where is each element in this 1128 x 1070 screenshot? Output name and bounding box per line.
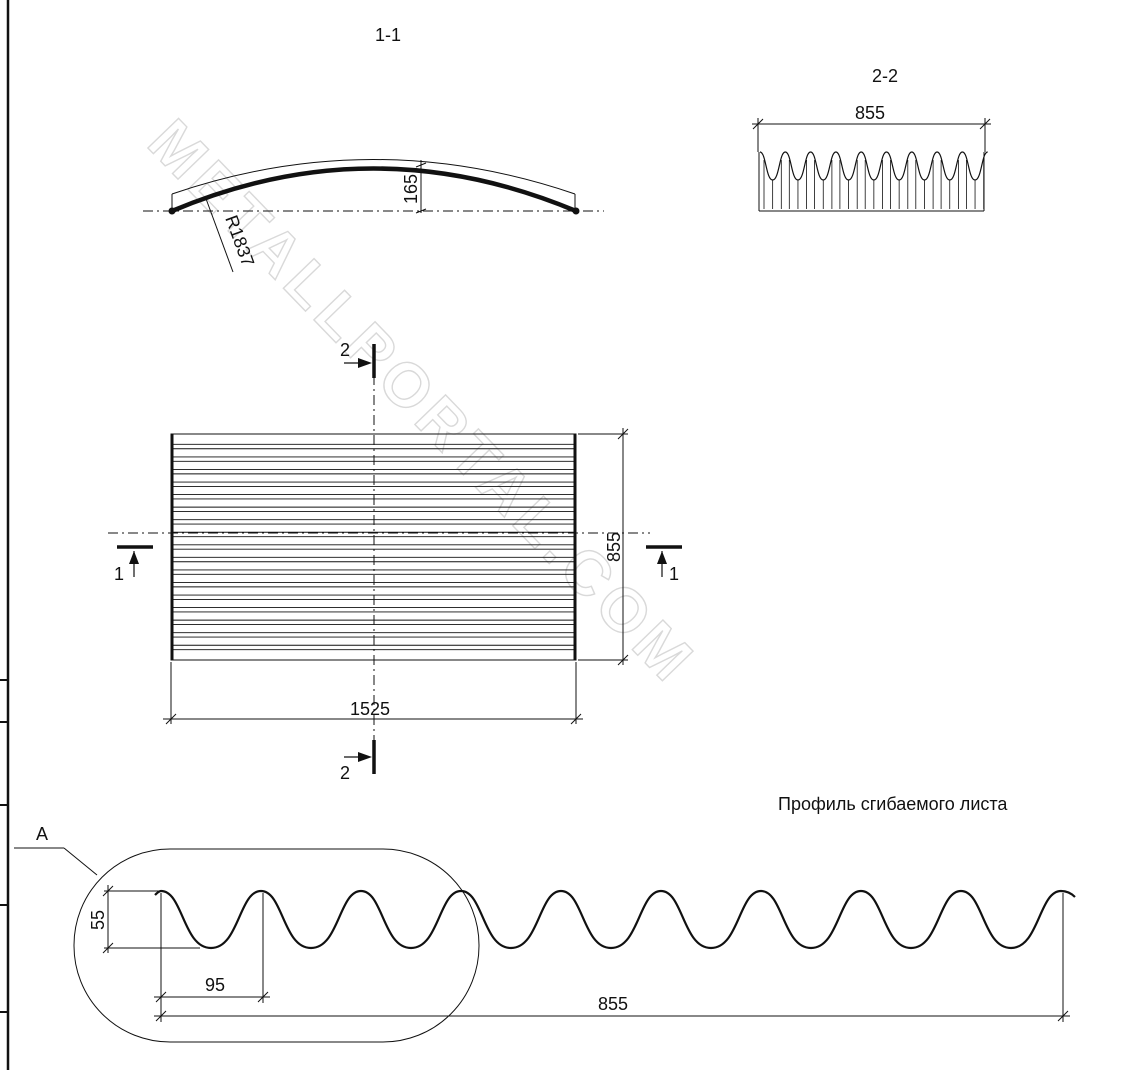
arch-end-right: [572, 207, 580, 215]
section-1-1-title: 1-1: [375, 25, 401, 45]
section-2-2-width-label: 855: [855, 103, 885, 123]
section-2-2-title: 2-2: [872, 66, 898, 86]
rise-dimension-label: 165: [401, 174, 421, 204]
profile-total-width-label: 855: [598, 994, 628, 1014]
svg-text:1: 1: [669, 564, 679, 584]
profile-title: Профиль сгибаемого листа: [778, 794, 1008, 814]
radius-leader: [204, 195, 234, 273]
plan-view: 855 1525 2 2 1: [108, 340, 682, 783]
plan-height-label: 855: [604, 532, 624, 562]
detail-a-label: A: [36, 824, 48, 844]
section-2-2: 2-2 855: [752, 66, 991, 212]
arch-outer-line: [171, 159, 576, 195]
profile-view: Профиль сгибаемого листа A 55 95 855: [14, 794, 1076, 1043]
sheet-frame: [0, 0, 10, 1070]
corrugated-profile-line: [154, 889, 1076, 950]
sheet-ribs: [172, 443, 575, 651]
arch-sheet-line: [171, 166, 577, 214]
profile-height-label: 55: [88, 910, 108, 930]
plan-width-label: 1525: [350, 699, 390, 719]
corrugation-profile: [759, 151, 988, 181]
cut-mark-2-top: 2: [340, 340, 376, 378]
corrugation-end-view: [758, 151, 988, 212]
svg-text:2: 2: [340, 763, 350, 783]
profile-pitch-label: 95: [205, 975, 225, 995]
cut-mark-1-right: 1: [646, 545, 682, 584]
svg-text:1: 1: [114, 564, 124, 584]
cut-mark-1-left: 1: [114, 545, 153, 584]
svg-text:2: 2: [340, 340, 350, 360]
cut-mark-2-bottom: 2: [340, 740, 376, 783]
arch-end-left: [168, 207, 176, 215]
detail-a-outline: [73, 848, 480, 1043]
detail-a-leader: [63, 847, 98, 876]
